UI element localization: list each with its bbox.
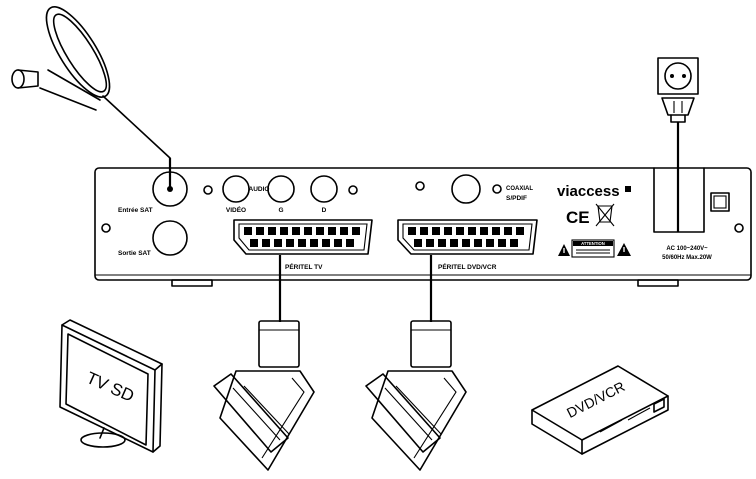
scart-pin: [292, 227, 300, 235]
scart-pin: [256, 227, 264, 235]
audio-left-label: G: [278, 207, 283, 214]
audio-right-rca-jack[interactable]: [310, 175, 338, 203]
receiver-back-panel: [94, 167, 752, 287]
scart-pin: [516, 227, 524, 235]
wall-socket-icon: [657, 57, 699, 95]
scart-tv-label: PÉRITEL TV: [285, 262, 323, 271]
scart-pin: [504, 227, 512, 235]
dvd-vcr-icon: [531, 365, 669, 455]
brand-square-icon: [625, 186, 631, 192]
scart-pin: [322, 239, 330, 247]
weee-bin-icon: [595, 203, 615, 227]
video-label: VIDÉO: [226, 205, 246, 214]
scart-plug-tv-icon: [213, 320, 315, 471]
scart-pin: [334, 239, 342, 247]
scart-tv-port[interactable]: [233, 219, 373, 255]
scart-pin: [298, 239, 306, 247]
scart-pin: [510, 239, 518, 247]
scart-pin: [352, 227, 360, 235]
warning-triangle-icon: [617, 243, 631, 256]
scart-pin: [316, 227, 324, 235]
scart-pin: [268, 227, 276, 235]
scart-pin: [262, 239, 270, 247]
coaxial-output[interactable]: [451, 174, 481, 204]
scart-pin: [480, 227, 488, 235]
scart-pin: [456, 227, 464, 235]
sat-in-label: Entrée SAT: [118, 207, 153, 214]
spdif-label: S/PDIF: [506, 195, 527, 202]
scart-pin: [468, 227, 476, 235]
scart-pin: [432, 227, 440, 235]
scart-pin: [426, 239, 434, 247]
scart-pin: [462, 239, 470, 247]
scart-pin: [420, 227, 428, 235]
scart-pin: [286, 239, 294, 247]
screw: [734, 223, 744, 233]
scart-pin: [414, 239, 422, 247]
scart-pin: [310, 239, 318, 247]
satellite-dish-icon: [11, 6, 171, 159]
scart-pin: [438, 239, 446, 247]
sat-out-label: Sortie SAT: [118, 250, 151, 257]
tv-icon: [59, 319, 163, 453]
scart-pin: [280, 227, 288, 235]
scart-plug-dvd-icon: [365, 320, 467, 471]
power-rating-line1: AC 100~240V~: [666, 246, 708, 252]
scart-pins: [408, 227, 524, 247]
scart-dvd-label: PÉRITEL DVD/VCR: [438, 262, 497, 271]
audio-label: AUDIO: [249, 186, 270, 193]
tv-label: TV SD: [84, 368, 137, 406]
screw: [415, 181, 425, 191]
scart-pin: [486, 239, 494, 247]
sat-out-connector[interactable]: [152, 220, 188, 256]
power-rating-line2: 50/60Hz Max.20W: [662, 255, 712, 261]
scart-pin: [450, 239, 458, 247]
sat-in-connector[interactable]: [152, 171, 188, 207]
coaxial-label: COAXIAL: [506, 186, 533, 192]
scart-pin: [498, 239, 506, 247]
scart-pin: [304, 227, 312, 235]
warning-triangle-icon: [558, 244, 570, 256]
ce-mark: CE: [566, 208, 590, 227]
attention-box: [571, 239, 615, 258]
coaxial-indicator: [492, 184, 502, 194]
scart-pin: [492, 227, 500, 235]
power-switch[interactable]: [710, 192, 730, 212]
scart-pin: [346, 239, 354, 247]
scart-dvd-port[interactable]: [397, 219, 538, 255]
scart-pin: [408, 227, 416, 235]
audio-left-rca-jack[interactable]: [267, 175, 295, 203]
brand-logo: viaccess: [557, 183, 620, 200]
scart-pin: [328, 227, 336, 235]
scart-pin: [274, 239, 282, 247]
scart-pins: [244, 227, 360, 247]
scart-pin: [474, 239, 482, 247]
power-plug-icon: [661, 97, 695, 123]
video-rca-jack[interactable]: [222, 175, 250, 203]
scart-pin: [340, 227, 348, 235]
scart-pin: [250, 239, 258, 247]
scart-pin: [444, 227, 452, 235]
attention-label: ATTENTION: [581, 241, 605, 246]
screw: [101, 223, 111, 233]
screw: [203, 185, 213, 195]
audio-right-label: D: [322, 207, 327, 214]
recorder-label: DVD/VCR: [564, 378, 627, 421]
scart-pin: [244, 227, 252, 235]
screw: [348, 185, 358, 195]
attention-banner: [573, 241, 613, 246]
